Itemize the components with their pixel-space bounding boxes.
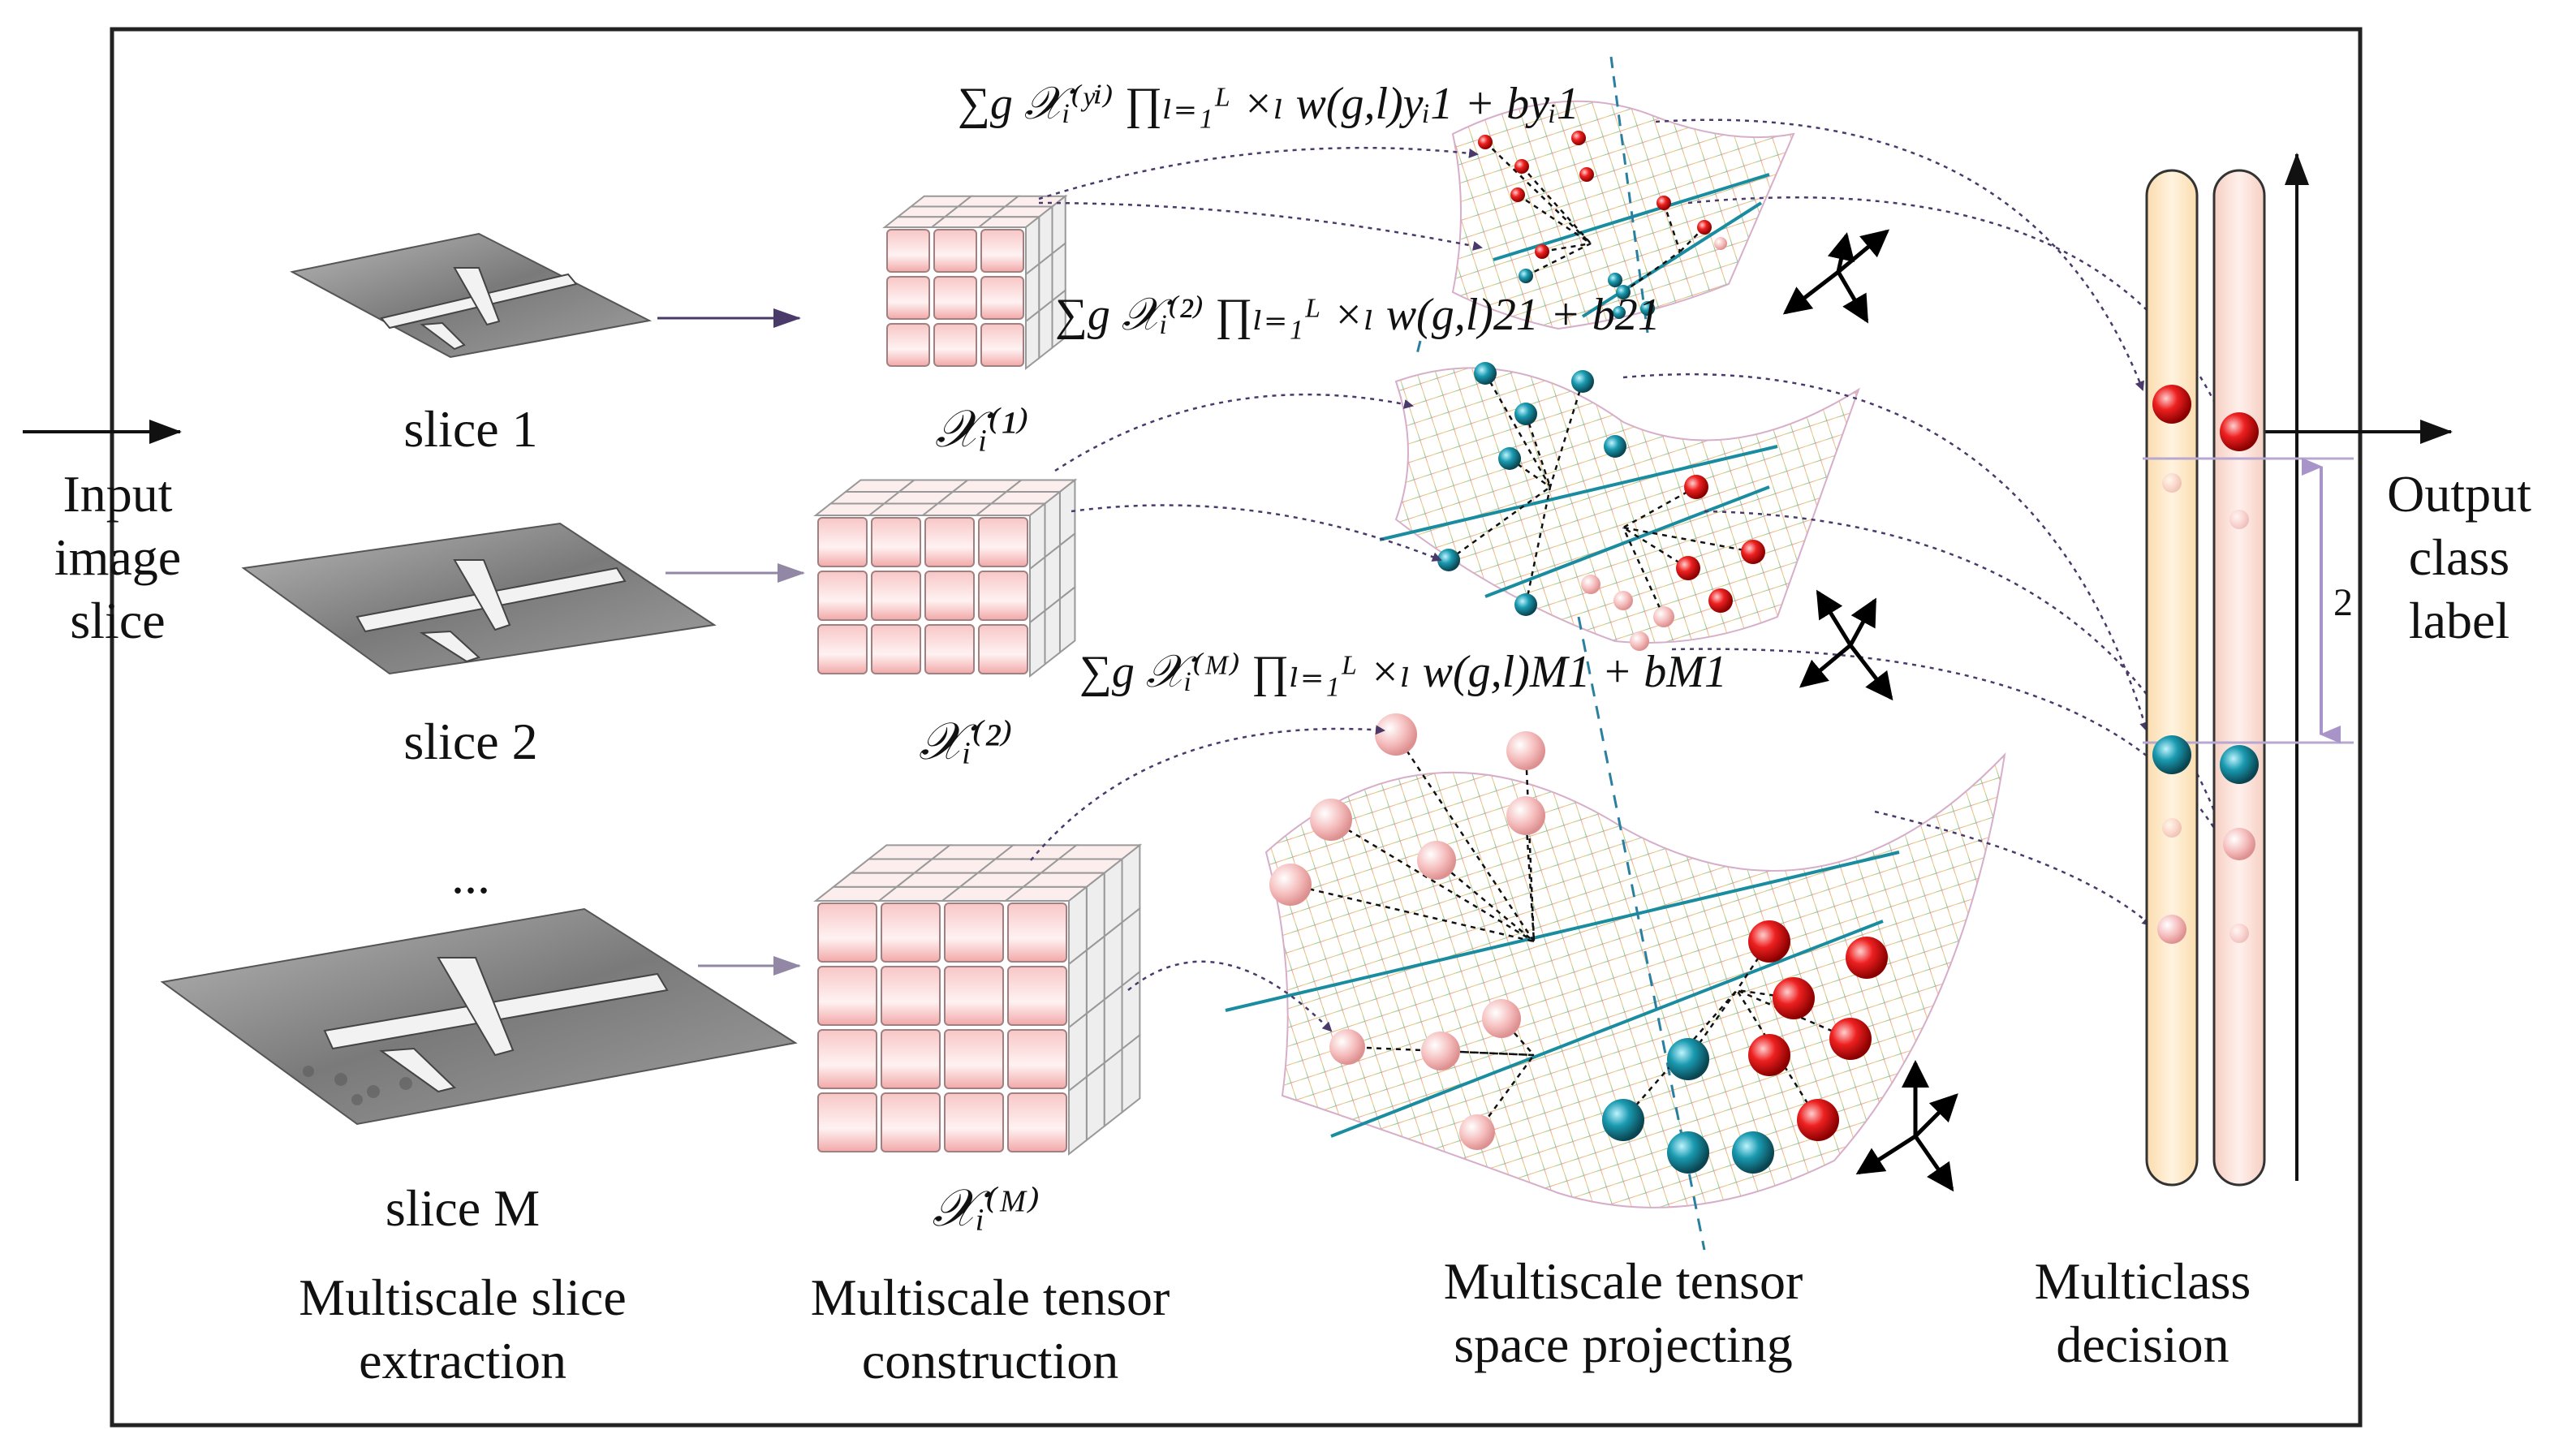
slice-M-label: slice M (385, 1179, 541, 1237)
sample-point (1653, 606, 1674, 627)
sample-point (1514, 159, 1529, 174)
tensor-2-label: 𝒳ᵢ⁽²⁾ (919, 713, 1013, 770)
outer-frame (110, 27, 2363, 1428)
tensor-1-label: 𝒳ᵢ⁽¹⁾ (935, 400, 1029, 458)
sample-point (1375, 713, 1417, 756)
sample-point (1608, 273, 1622, 287)
sample-point (1310, 799, 1352, 841)
decision-point (2220, 412, 2259, 451)
sample-point (1732, 1131, 1774, 1174)
caption-slice-extraction: Multiscale slice extraction (299, 1269, 627, 1389)
sample-point (1656, 196, 1671, 210)
sample-point (1510, 187, 1525, 202)
airplane-image-icon (355, 559, 627, 663)
sample-point (1604, 435, 1626, 458)
caption-multiclass-decision: Multiclass decision (2034, 1252, 2251, 1373)
sample-point (1478, 135, 1493, 149)
sample-point (1579, 167, 1594, 182)
sample-point (1506, 731, 1545, 770)
sample-point (1741, 540, 1765, 564)
slice-1-label: slice 1 (403, 400, 538, 458)
sample-point (1846, 937, 1888, 979)
axis-triad-icon (1855, 1060, 1958, 1192)
sample-point (1514, 593, 1537, 616)
decision-point (2220, 745, 2259, 784)
sample-point (1630, 631, 1649, 651)
decision-point (2152, 385, 2191, 424)
tensor-M-label: 𝒳ᵢ⁽ᴹ⁾ (932, 1179, 1040, 1237)
decision-point (2162, 473, 2182, 493)
sample-point (1459, 1114, 1495, 1150)
sample-point (1667, 1038, 1709, 1080)
projection-lines (1290, 141, 1851, 1133)
sample-point (1581, 575, 1600, 594)
sample-point (1535, 244, 1549, 259)
sample-point (1474, 362, 1497, 385)
decision-point (2223, 828, 2255, 860)
sample-point (1708, 588, 1733, 613)
decision-point (2157, 915, 2186, 944)
slice-2-label: slice 2 (403, 713, 538, 770)
formula-middle: ∑g 𝒳ᵢ⁽²⁾ ∏ₗ₌₁ᴸ ×ₗ w(g,l)21 + b21 (1055, 290, 1661, 340)
sample-point (1417, 841, 1456, 880)
sample-point (1697, 220, 1712, 235)
airplane-image-icon (380, 267, 578, 351)
slice-2-image (241, 522, 717, 675)
input-label: Input image slice (54, 465, 182, 649)
sample-point (1421, 1032, 1460, 1070)
airplane-image-icon (323, 957, 669, 1093)
tensor-cube-1 (882, 194, 1068, 371)
tensor-cube-2 (813, 478, 1078, 678)
tensor-cube-M (813, 843, 1143, 1157)
sample-point (1613, 306, 1626, 319)
manifold-surface-middle (1379, 340, 1860, 644)
sample-point (1829, 1018, 1872, 1060)
sample-point (1329, 1029, 1365, 1065)
decision-point (2229, 924, 2249, 943)
slice-dots-label: ... (451, 846, 490, 904)
sample-point (1437, 549, 1460, 571)
output-label: Output class label (2387, 465, 2531, 649)
decision-point (2229, 510, 2249, 529)
sample-point (1797, 1099, 1839, 1141)
sample-point (1519, 269, 1533, 283)
sample-point (1602, 1099, 1644, 1141)
sample-point (1482, 999, 1521, 1038)
axis-triad-icon (1799, 589, 1893, 701)
caption-tensor-construction: Multiscale tensor construction (810, 1269, 1170, 1389)
decision-bar-left (2145, 169, 2199, 1187)
caption-space-projecting: Multiscale tensor space projecting (1443, 1252, 1803, 1373)
sample-point (1506, 796, 1545, 835)
sample-point (1714, 237, 1727, 250)
sample-point (1640, 301, 1655, 316)
sample-point (1684, 475, 1708, 499)
decision-bar-right (2212, 169, 2266, 1187)
formula-top: ∑g 𝒳ᵢ⁽ʸⁱ⁾ ∏ₗ₌₁ᴸ ×ₗ w(g,l)yᵢ1 + byᵢ1 (958, 79, 1579, 129)
decision-points (2152, 385, 2259, 944)
distance-label: 2 (2333, 581, 2353, 624)
formula-bottom: ∑g 𝒳ᵢ⁽ᴹ⁾ ∏ₗ₌₁ᴸ ×ₗ w(g,l)M1 + bM1 (1079, 647, 1727, 697)
sample-point (1613, 591, 1633, 610)
sample-point (1676, 556, 1700, 580)
sample-point (1514, 403, 1537, 425)
slice-M-image (160, 907, 798, 1126)
sample-points (1269, 131, 1888, 1174)
axis-triad-icon (1782, 229, 1890, 324)
decision-point (2162, 818, 2182, 838)
sample-point (1748, 1034, 1790, 1076)
sample-point (1748, 920, 1790, 963)
sample-point (1773, 977, 1815, 1019)
decision-point (2152, 735, 2191, 774)
sample-point (1571, 131, 1586, 145)
sample-point (1269, 864, 1312, 906)
sample-point (1667, 1131, 1709, 1174)
sample-point (1498, 447, 1521, 470)
slice-1-image (290, 232, 653, 359)
sample-point (1616, 285, 1631, 299)
sample-point (1571, 370, 1594, 393)
